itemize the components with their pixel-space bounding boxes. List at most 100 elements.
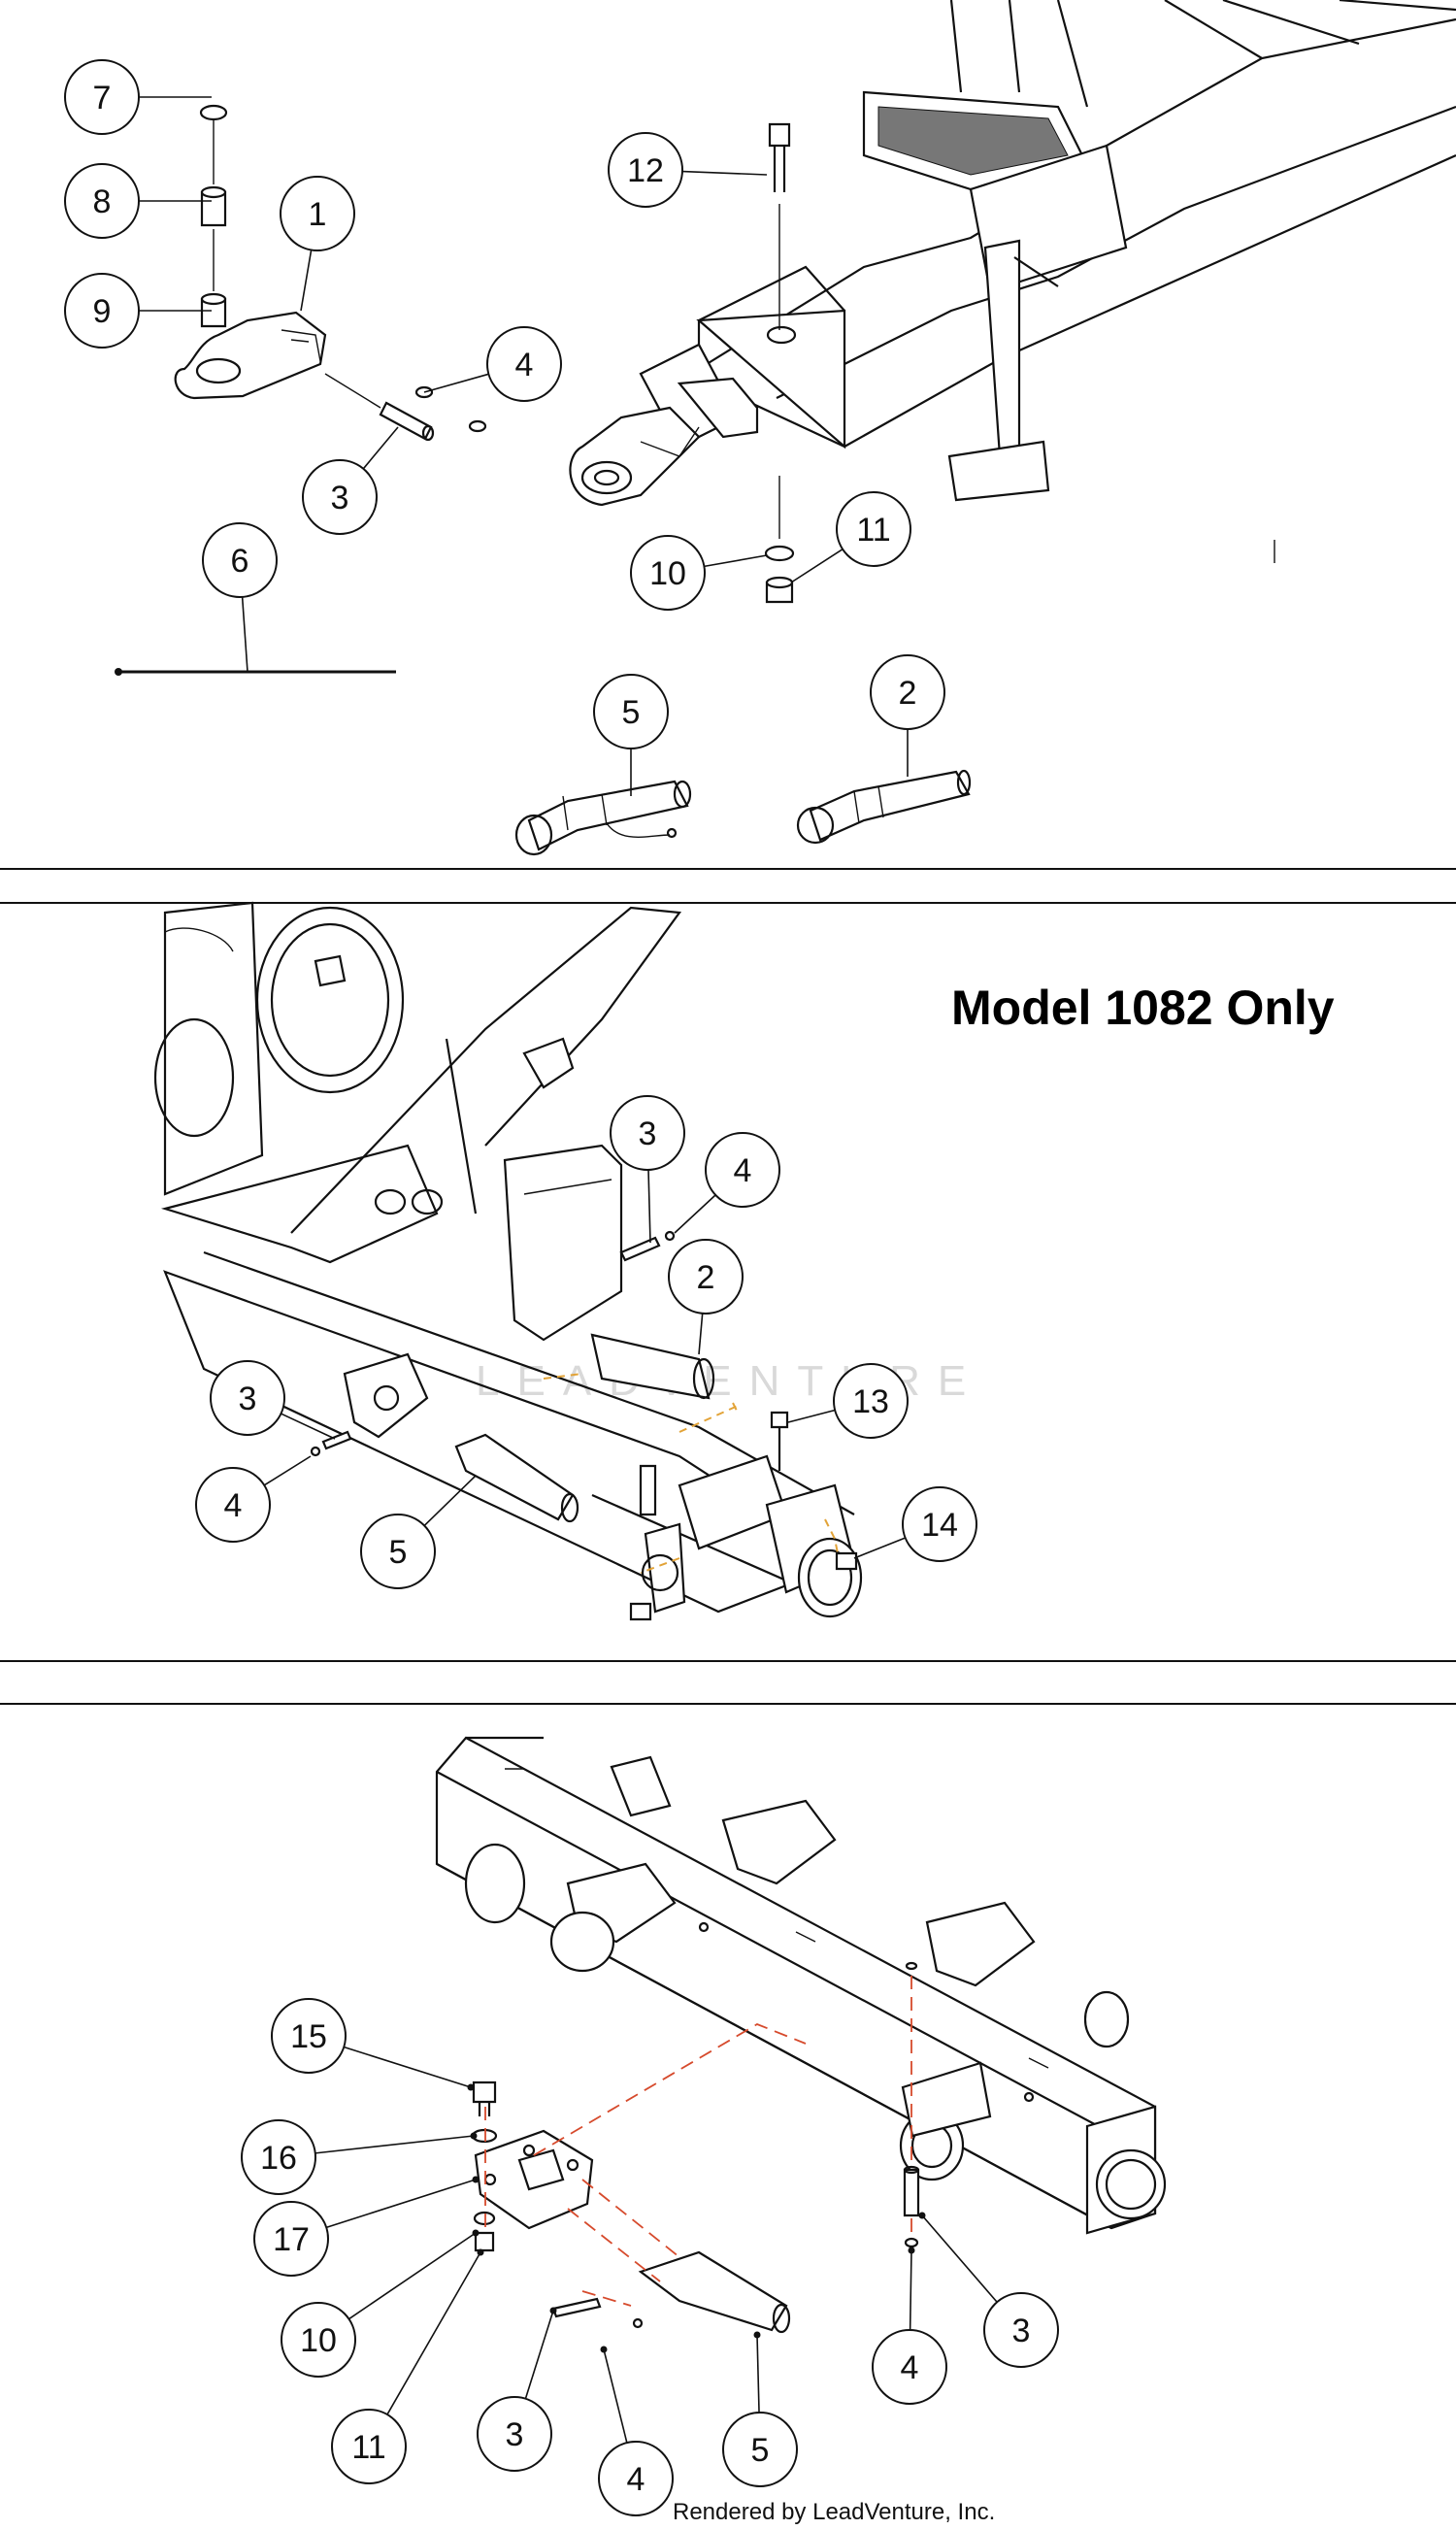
callout-circle [833, 1363, 909, 1439]
callout-11: 11 [790, 491, 911, 583]
callout-circle [302, 459, 378, 535]
callout-5: 5 [360, 1475, 477, 1589]
callout-number: 4 [734, 1152, 752, 1189]
bracket-part [925, 1901, 1036, 1987]
callout-5: 5 [722, 2331, 798, 2487]
leader-line [681, 170, 768, 176]
callout-number: 15 [290, 2018, 327, 2055]
leader-arrowhead [467, 2083, 475, 2091]
middle-panel-drawing: LEADVENTURE [153, 901, 966, 1621]
leader-arrowhead [600, 2346, 608, 2353]
callout-circle [360, 1514, 436, 1589]
leader-arrowhead [549, 2307, 557, 2314]
leader-line [704, 554, 768, 568]
model-heading: Model 1082 Only [951, 981, 1335, 1035]
callout-circle [872, 2329, 947, 2405]
jack-stand [983, 239, 1021, 458]
callout-circle [281, 2302, 356, 2378]
callout-number: 2 [899, 675, 917, 712]
callout-10: 10 [281, 2229, 480, 2378]
callout-number: 6 [231, 543, 249, 580]
leader-line [281, 1413, 336, 1440]
callout-circle [64, 163, 140, 239]
washer-part [473, 2211, 496, 2226]
callout-circle [593, 674, 669, 749]
leader-line [347, 2232, 477, 2320]
callout-number: 5 [751, 2432, 770, 2469]
leader-line [423, 1475, 477, 1527]
cylinder-pin-part [809, 770, 971, 842]
callout-circle [64, 59, 140, 135]
callout-circle [331, 2409, 407, 2484]
callout-number: 3 [639, 1115, 657, 1152]
callout-circle [241, 2119, 316, 2195]
callout-circle [195, 1467, 271, 1543]
pin-part [903, 2168, 920, 2217]
leader-line [325, 2179, 477, 2229]
callout-number: 4 [515, 347, 534, 383]
callout-number: 10 [300, 2322, 337, 2359]
callout-16: 16 [241, 2119, 478, 2195]
callout-number: 13 [852, 1383, 889, 1420]
sensor-pin-part [527, 780, 689, 851]
leader-line [362, 426, 399, 470]
callout-number: 4 [901, 2349, 919, 2386]
callout-number: 3 [1012, 2313, 1031, 2349]
washer-part [199, 104, 228, 121]
leader-line [698, 1313, 704, 1355]
leader-line [343, 2046, 472, 2088]
sensor-pin-part [454, 1433, 575, 1521]
leader-line [674, 1194, 716, 1234]
callout-number: 9 [93, 293, 112, 330]
nut-part [835, 1551, 858, 1571]
callout-3: 3 [210, 1360, 336, 1440]
clip-part [632, 2317, 644, 2329]
callout-13: 13 [787, 1363, 909, 1439]
leader-line [300, 250, 313, 312]
callout-circle [836, 491, 911, 567]
nut-part [474, 2231, 495, 2252]
callout-4: 4 [423, 326, 562, 402]
callout-8: 8 [64, 163, 212, 239]
callout-circle [64, 273, 140, 349]
callout-circle [202, 522, 278, 598]
clip-part [414, 385, 434, 399]
callout-6: 6 [202, 522, 278, 673]
pin-part [321, 1430, 352, 1450]
callout-3: 3 [918, 2212, 1059, 2368]
callout-circle [668, 1239, 744, 1315]
callout-1: 1 [280, 176, 355, 312]
callout-number: 3 [239, 1381, 257, 1417]
callout-circle [870, 654, 945, 730]
clip-part [468, 419, 487, 433]
bracket-part [721, 1799, 837, 1885]
callout-number: 11 [856, 512, 890, 549]
callout-4: 4 [872, 2247, 947, 2405]
leader-line [853, 1537, 906, 1559]
callout-circle [630, 535, 706, 611]
bottom-panel-drawing [435, 1736, 1167, 2334]
callout-5: 5 [593, 674, 669, 796]
leader-arrowhead [472, 2176, 480, 2183]
callout-3: 3 [302, 426, 399, 535]
callout-number: 10 [649, 555, 686, 592]
callout-10: 10 [630, 535, 768, 611]
pin-part [551, 2297, 602, 2318]
carrier-block [503, 1144, 623, 1342]
callout-14: 14 [853, 1486, 977, 1562]
clip-part [664, 1230, 676, 1242]
callout-7: 7 [64, 59, 212, 135]
callout-number: 5 [389, 1534, 408, 1571]
callout-number: 5 [622, 694, 641, 731]
callout-number: 1 [309, 196, 327, 233]
callout-17: 17 [253, 2176, 480, 2277]
callout-number: 7 [93, 80, 112, 117]
callout-circle [271, 1998, 347, 2074]
main-beam [163, 1270, 847, 1614]
nut-part [629, 1602, 652, 1621]
leader-line [263, 1455, 312, 1486]
top-panel-drawing [115, 0, 1456, 856]
callout-3: 3 [477, 2307, 557, 2472]
callout-number: 14 [921, 1507, 958, 1544]
